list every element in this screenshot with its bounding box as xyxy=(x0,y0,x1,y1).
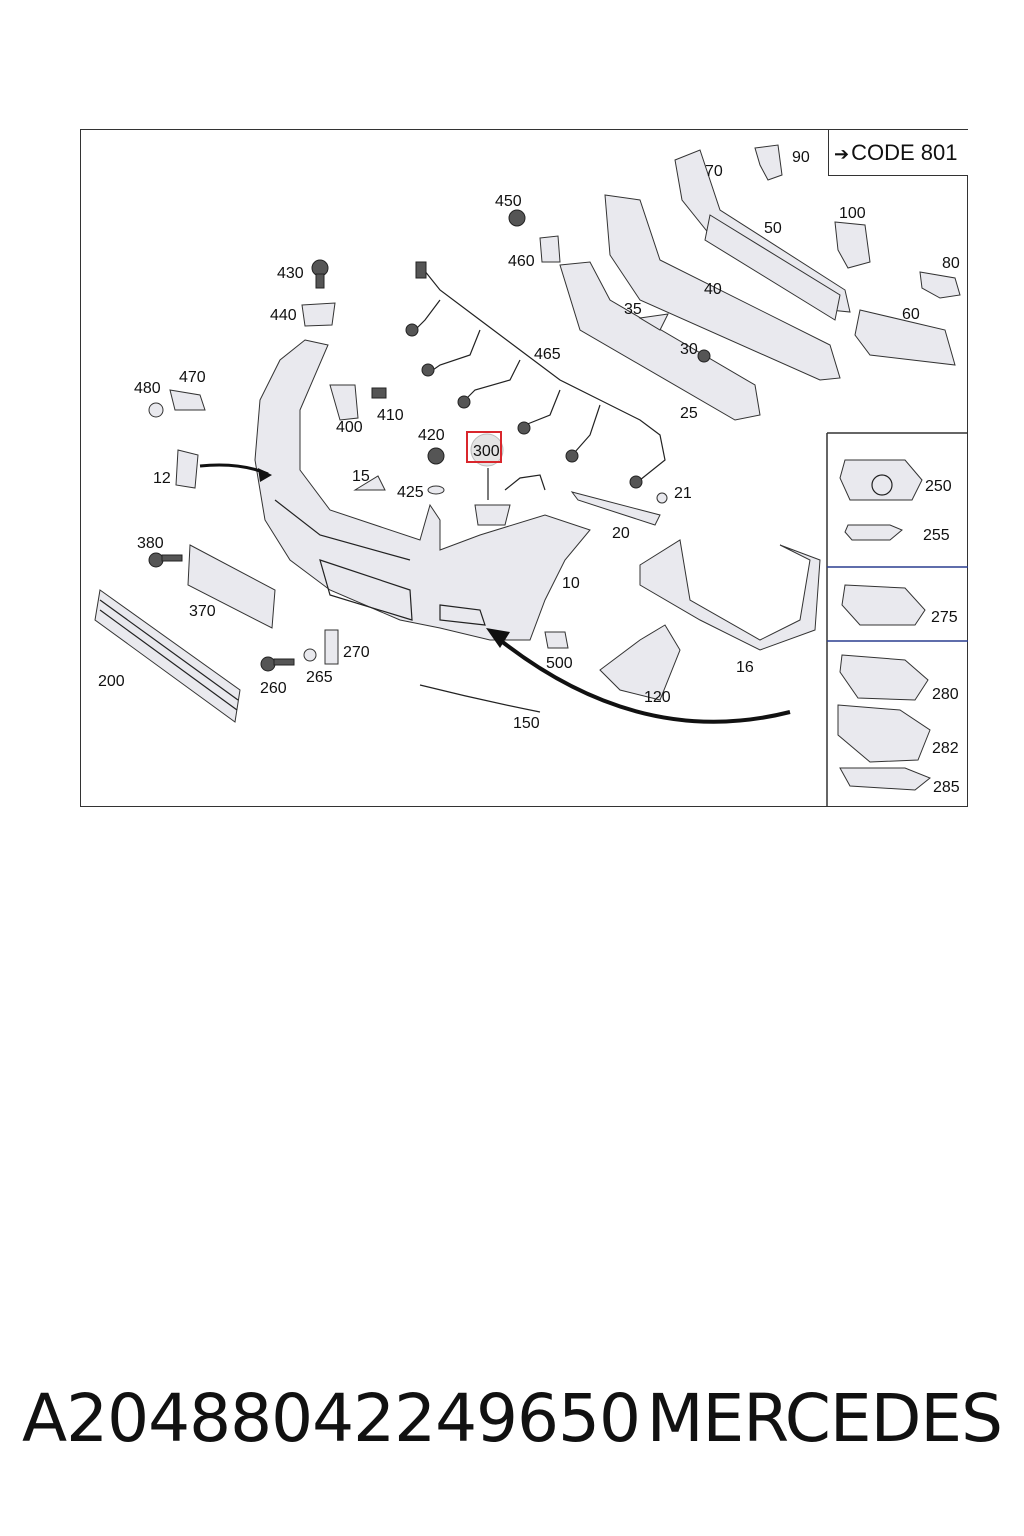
callout-label: 280 xyxy=(932,686,959,703)
callout-label: 20 xyxy=(612,525,630,542)
code-label-text: CODE 801 xyxy=(851,140,958,165)
brand-name: MERCEDES xyxy=(646,1380,1003,1457)
callout-label: 425 xyxy=(397,484,424,501)
bumper-beams xyxy=(559,149,956,421)
brackets-top xyxy=(638,144,961,331)
callout-label: 255 xyxy=(923,527,950,544)
callout-label: 21 xyxy=(674,485,692,502)
hardware xyxy=(148,209,711,672)
callout-label: 420 xyxy=(418,427,445,444)
callout-label: 12 xyxy=(153,470,171,487)
assembly-arrow xyxy=(498,638,791,724)
callout-label: 440 xyxy=(270,307,297,324)
callout-label: 90 xyxy=(792,149,810,166)
callout-labels: 90 70 50 100 80 60 40 450 460 430 440 35… xyxy=(98,149,960,796)
callout-label: 16 xyxy=(736,659,754,676)
callout-label: 50 xyxy=(764,220,782,237)
code-label: ➔CODE 801 xyxy=(834,140,957,166)
callout-label: 275 xyxy=(931,609,958,626)
callout-label: 430 xyxy=(277,265,304,282)
callout-label: 282 xyxy=(932,740,959,757)
callout-label: 380 xyxy=(137,535,164,552)
callout-label: 470 xyxy=(179,369,206,386)
callout-label: 370 xyxy=(189,603,216,620)
footer: A20488042249650 MERCEDES xyxy=(0,1380,1024,1470)
callout-label: 150 xyxy=(513,715,540,732)
callout-label-300: 300 xyxy=(473,443,500,460)
arrow-right-icon: ➔ xyxy=(834,144,850,164)
callout-label: 30 xyxy=(680,341,698,358)
callout-label: 80 xyxy=(942,255,960,272)
callout-label: 25 xyxy=(680,405,698,422)
callout-label: 500 xyxy=(546,655,573,672)
callout-label: 250 xyxy=(925,478,952,495)
callout-label: 120 xyxy=(644,689,671,706)
code-box xyxy=(828,130,968,176)
callout-label: 40 xyxy=(704,281,722,298)
callout-label: 410 xyxy=(377,407,404,424)
part-300 xyxy=(474,504,511,526)
callout-label: 465 xyxy=(534,346,561,363)
callout-label: 285 xyxy=(933,779,960,796)
callout-label: 10 xyxy=(562,575,580,592)
callout-label: 450 xyxy=(495,193,522,210)
callout-label: 480 xyxy=(134,380,161,397)
callout-label: 35 xyxy=(624,301,642,318)
side-brackets xyxy=(353,475,821,701)
wiring-harness xyxy=(405,261,666,489)
callout-label: 260 xyxy=(260,680,287,697)
part-number: A20488042249650 xyxy=(22,1380,641,1457)
bumper-cover xyxy=(254,339,591,641)
callout-label: 100 xyxy=(839,205,866,222)
callout-label: 70 xyxy=(705,163,723,180)
callout-label: 460 xyxy=(508,253,535,270)
callout-label: 270 xyxy=(343,644,370,661)
side-panel xyxy=(826,432,968,807)
callout-label: 15 xyxy=(352,468,370,485)
grille xyxy=(94,589,241,723)
highlighted-callout-300[interactable]: 300 xyxy=(466,431,504,467)
callout-label: 400 xyxy=(336,419,363,436)
trim-strip xyxy=(419,684,541,713)
callout-label: 265 xyxy=(306,669,333,686)
callout-label: 200 xyxy=(98,673,125,690)
license-plate-holder xyxy=(187,544,276,629)
side-panel-parts xyxy=(837,459,931,791)
callout-label: 60 xyxy=(902,306,920,323)
